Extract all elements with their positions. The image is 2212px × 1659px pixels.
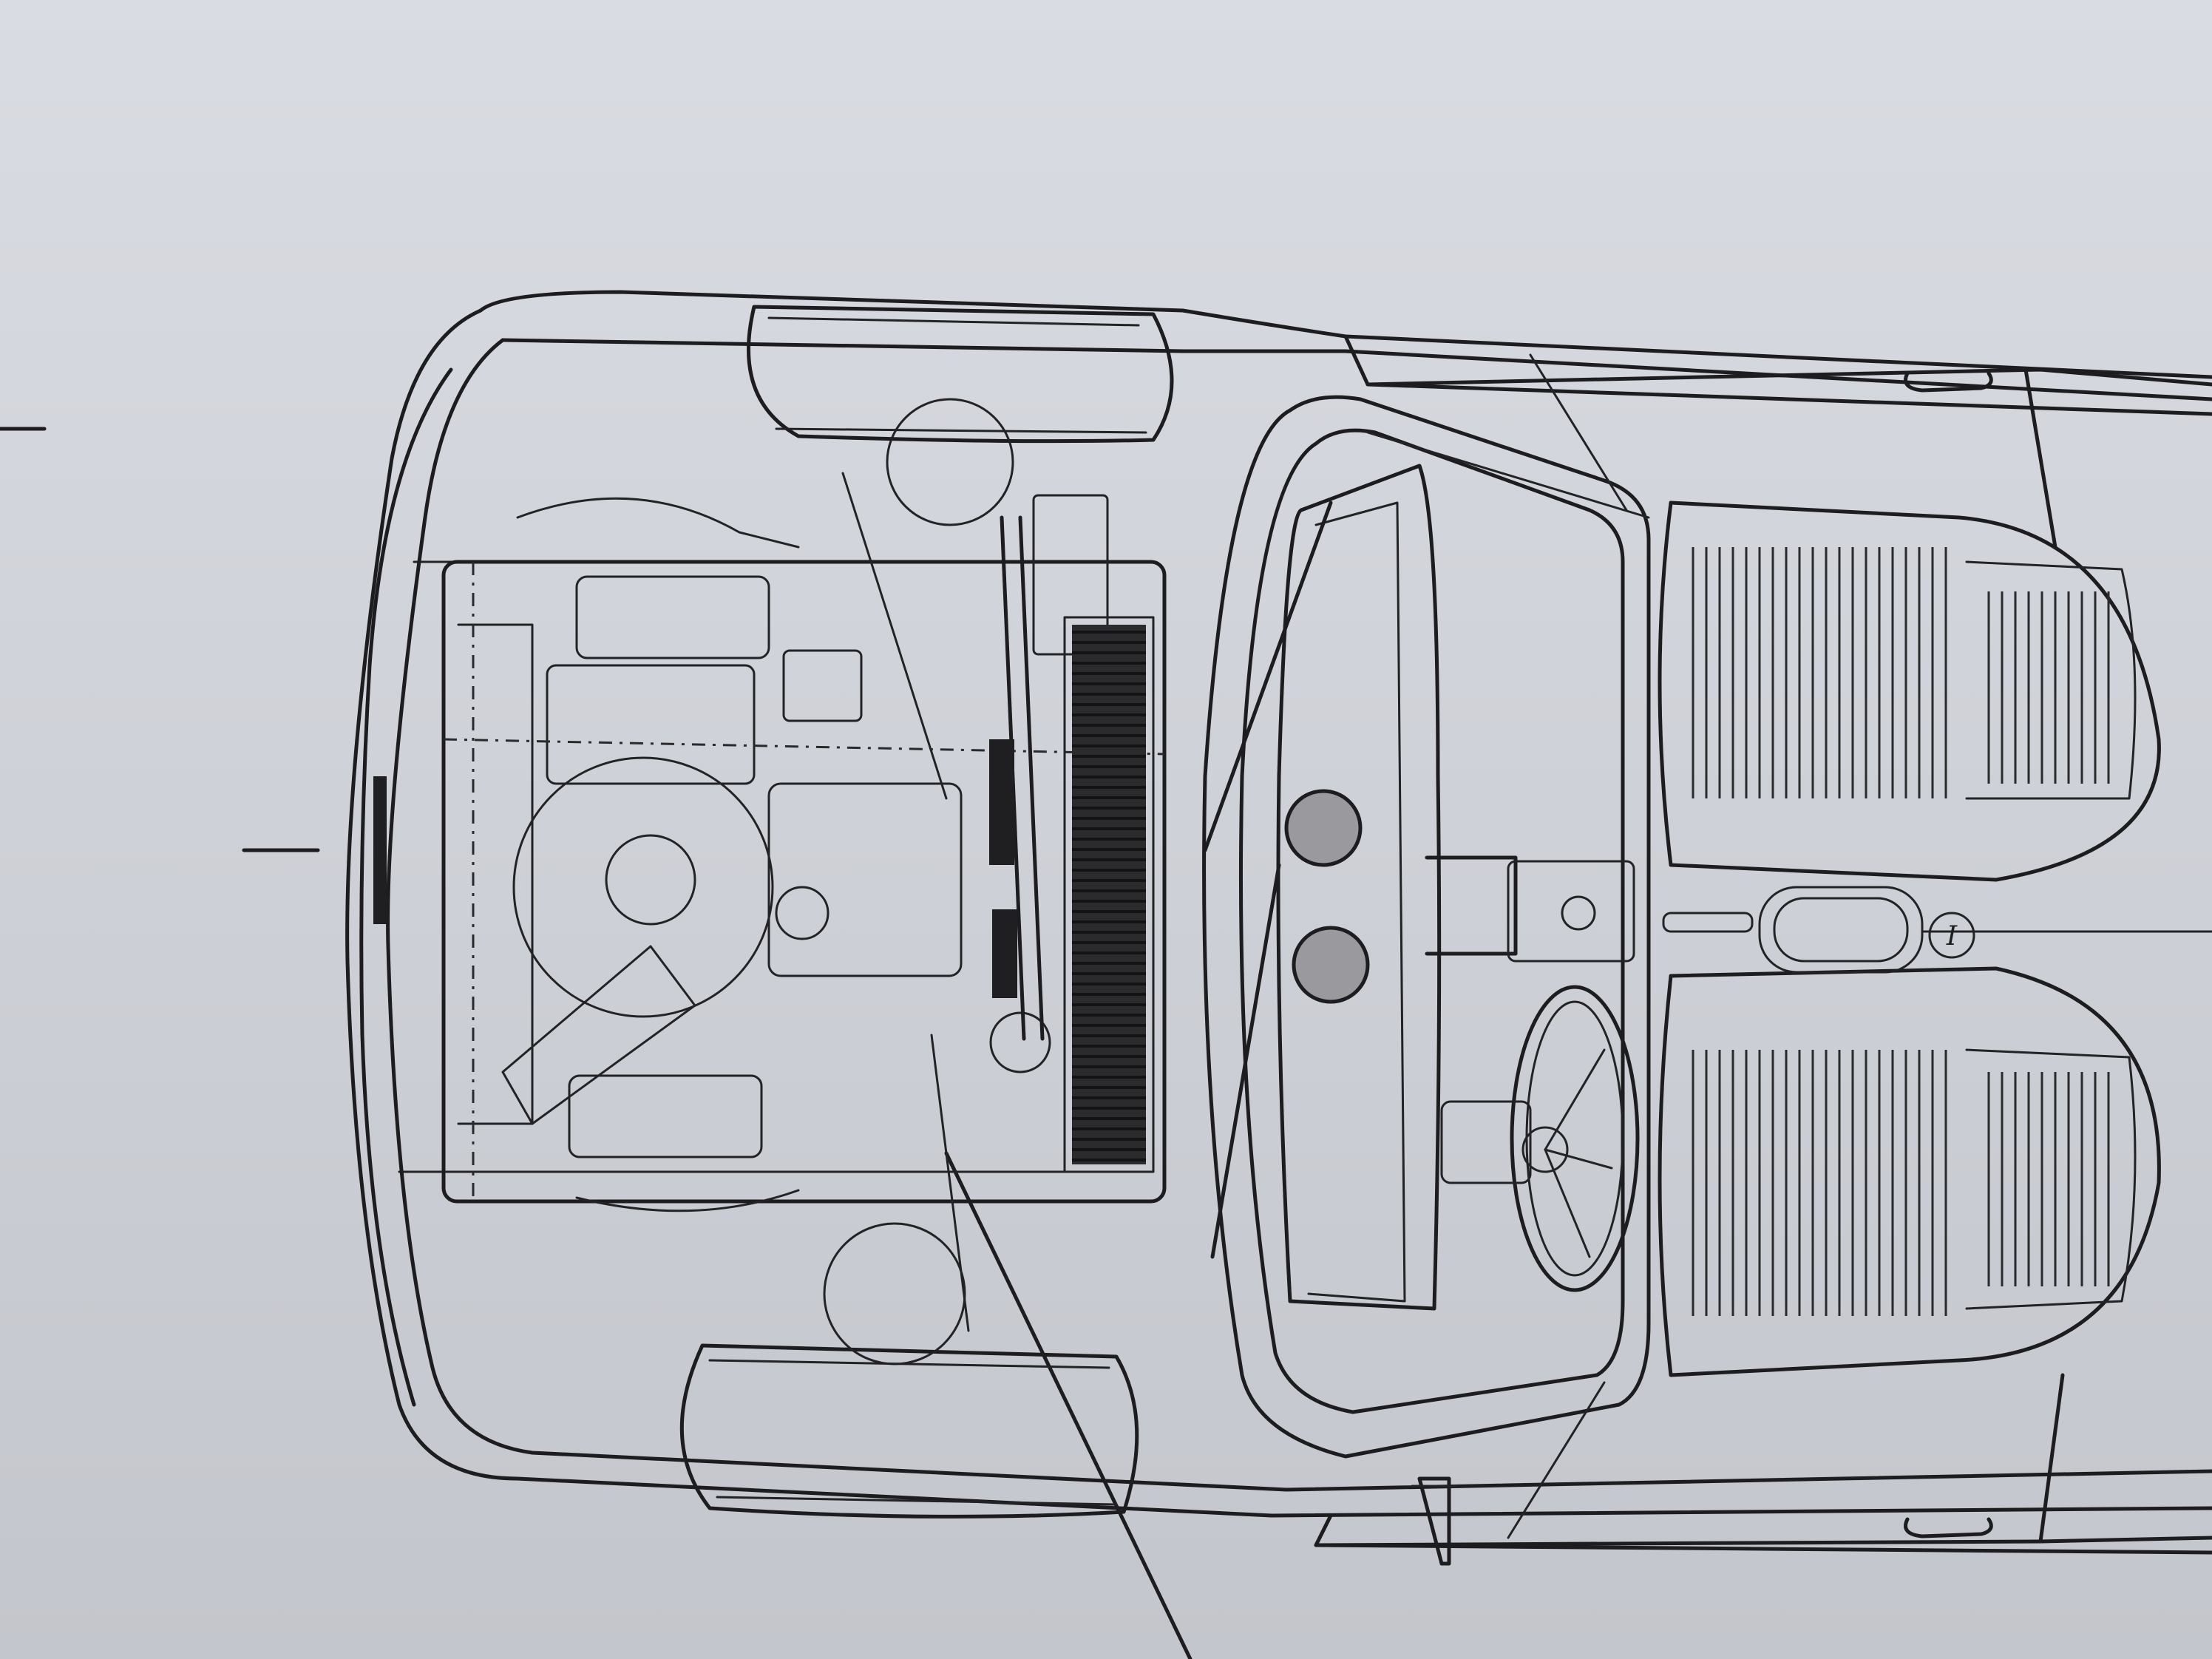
body-outline	[345, 290, 2212, 1555]
front-wheel-upper	[747, 305, 1174, 444]
door-handles	[1904, 371, 1993, 1538]
windscreen	[1202, 353, 1651, 1539]
center-console: I	[1662, 886, 2212, 974]
steering-wheel	[1440, 985, 1640, 1292]
radiator	[1063, 616, 1155, 1173]
engine-bay	[441, 398, 1167, 1365]
front-bumper	[359, 367, 453, 1407]
dashboard	[1203, 464, 1635, 1311]
front-wheel-lower	[679, 1343, 1139, 1519]
steering-rack	[989, 494, 1109, 1041]
front-seat-right	[1658, 966, 2161, 1377]
engine-block	[443, 398, 1165, 1365]
front-seat-left	[1658, 501, 2161, 882]
gear-selector-label: I	[1946, 921, 1958, 951]
wing-mirror	[1411, 1476, 1458, 1566]
instrument-gauges	[1284, 789, 1370, 1004]
